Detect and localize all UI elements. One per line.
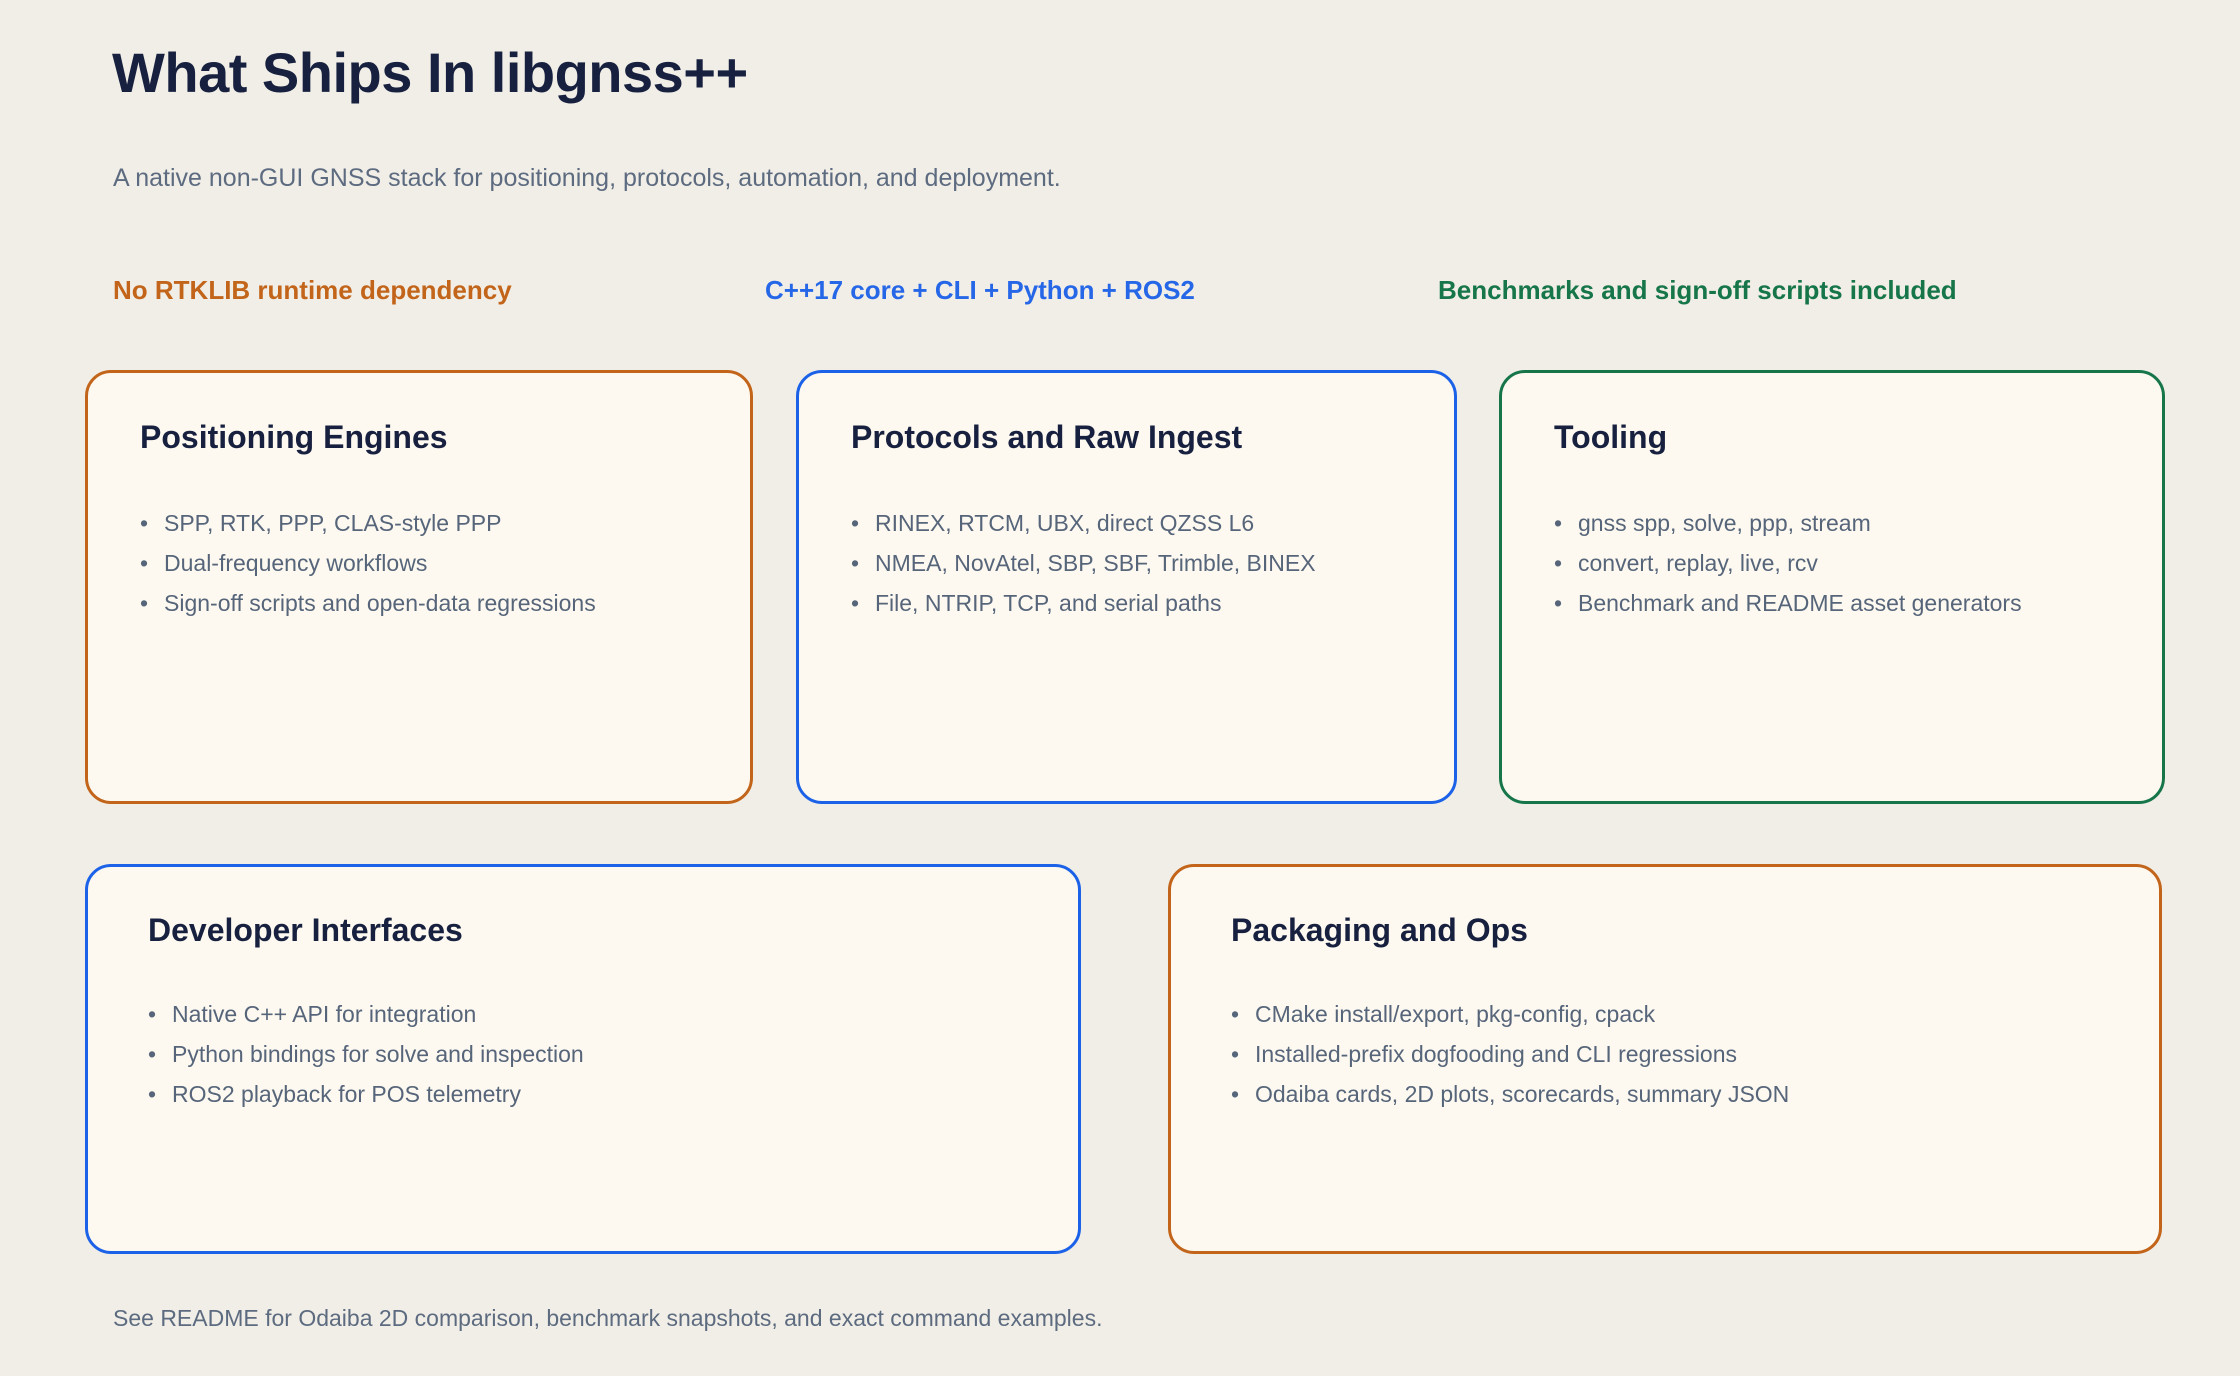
list-item: • convert, replay, live, rcv xyxy=(1554,543,2128,583)
list-item: • Dual-frequency workflows xyxy=(140,543,716,583)
list-item: • Python bindings for solve and inspecti… xyxy=(148,1034,1044,1074)
list-item-label: File, NTRIP, TCP, and serial paths xyxy=(875,590,1222,616)
bullet-icon: • xyxy=(1231,1041,1240,1067)
list-item-label: Native C++ API for integration xyxy=(172,1001,477,1027)
bullet-icon: • xyxy=(148,1041,157,1067)
card-title: Positioning Engines xyxy=(140,419,448,455)
card-developer-interfaces: Developer Interfaces • Native C++ API fo… xyxy=(85,864,1081,1254)
list-item: • CMake install/export, pkg-config, cpac… xyxy=(1231,994,2125,1034)
card-tooling: Tooling • gnss spp, solve, ppp, stream •… xyxy=(1499,370,2165,804)
list-item-label: Benchmark and README asset generators xyxy=(1578,590,2022,616)
list-item-label: ROS2 playback for POS telemetry xyxy=(172,1081,521,1107)
card-feature-list: • SPP, RTK, PPP, CLAS-style PPP • Dual-f… xyxy=(140,503,716,623)
bullet-icon: • xyxy=(851,510,860,536)
list-item-label: Odaiba cards, 2D plots, scorecards, summ… xyxy=(1255,1081,1790,1107)
list-item-label: NMEA, NovAtel, SBP, SBF, Trimble, BINEX xyxy=(875,550,1316,576)
list-item-label: RINEX, RTCM, UBX, direct QZSS L6 xyxy=(875,510,1255,536)
list-item: • Installed-prefix dogfooding and CLI re… xyxy=(1231,1034,2125,1074)
list-item: • RINEX, RTCM, UBX, direct QZSS L6 xyxy=(851,503,1420,543)
card-title: Tooling xyxy=(1554,419,1668,455)
page-title: What Ships In libgnss++ xyxy=(112,41,748,104)
list-item: • gnss spp, solve, ppp, stream xyxy=(1554,503,2128,543)
card-feature-list: • Native C++ API for integration • Pytho… xyxy=(148,994,1044,1114)
bullet-icon: • xyxy=(851,590,860,616)
page-subtitle: A native non-GUI GNSS stack for position… xyxy=(113,164,1061,192)
list-item: • Benchmark and README asset generators xyxy=(1554,583,2128,623)
card-title: Protocols and Raw Ingest xyxy=(851,419,1243,455)
card-protocols-and-raw-ingest: Protocols and Raw Ingest • RINEX, RTCM, … xyxy=(796,370,1457,804)
list-item: • NMEA, NovAtel, SBP, SBF, Trimble, BINE… xyxy=(851,543,1420,583)
bullet-icon: • xyxy=(1554,590,1563,616)
card-feature-list: • CMake install/export, pkg-config, cpac… xyxy=(1231,994,2125,1114)
list-item-label: Dual-frequency workflows xyxy=(164,550,428,576)
bullet-icon: • xyxy=(1554,510,1563,536)
card-packaging-and-ops: Packaging and Ops • CMake install/export… xyxy=(1168,864,2162,1254)
bullet-icon: • xyxy=(148,1001,157,1027)
bullet-icon: • xyxy=(140,590,149,616)
list-item-label: gnss spp, solve, ppp, stream xyxy=(1578,510,1871,536)
bullet-icon: • xyxy=(1554,550,1563,576)
list-item: • Native C++ API for integration xyxy=(148,994,1044,1034)
list-item-label: Python bindings for solve and inspection xyxy=(172,1041,584,1067)
list-item-label: SPP, RTK, PPP, CLAS-style PPP xyxy=(164,510,502,536)
card-feature-list: • gnss spp, solve, ppp, stream • convert… xyxy=(1554,503,2128,623)
bullet-icon: • xyxy=(148,1081,157,1107)
list-item: • Odaiba cards, 2D plots, scorecards, su… xyxy=(1231,1074,2125,1114)
card-title: Packaging and Ops xyxy=(1231,912,1528,948)
bullet-icon: • xyxy=(1231,1081,1240,1107)
footer-note: See README for Odaiba 2D comparison, ben… xyxy=(113,1305,1103,1331)
bullet-icon: • xyxy=(1231,1001,1240,1027)
badge-row: No RTKLIB runtime dependency C++17 core … xyxy=(113,277,2163,313)
card-title: Developer Interfaces xyxy=(148,912,463,948)
list-item-label: convert, replay, live, rcv xyxy=(1578,550,1818,576)
badge-no-rtklib-runtime-dependency: No RTKLIB runtime dependency xyxy=(113,275,512,305)
bullet-icon: • xyxy=(851,550,860,576)
bullet-icon: • xyxy=(140,550,149,576)
list-item: • Sign-off scripts and open-data regress… xyxy=(140,583,716,623)
card-feature-list: • RINEX, RTCM, UBX, direct QZSS L6 • NME… xyxy=(851,503,1420,623)
list-item-label: CMake install/export, pkg-config, cpack xyxy=(1255,1001,1656,1027)
list-item-label: Sign-off scripts and open-data regressio… xyxy=(164,590,596,616)
card-positioning-engines: Positioning Engines • SPP, RTK, PPP, CLA… xyxy=(85,370,753,804)
bullet-icon: • xyxy=(140,510,149,536)
badge-benchmarks-signoff-scripts: Benchmarks and sign-off scripts included xyxy=(1438,275,1957,305)
list-item: • File, NTRIP, TCP, and serial paths xyxy=(851,583,1420,623)
list-item-label: Installed-prefix dogfooding and CLI regr… xyxy=(1255,1041,1738,1067)
list-item: • ROS2 playback for POS telemetry xyxy=(148,1074,1044,1114)
list-item: • SPP, RTK, PPP, CLAS-style PPP xyxy=(140,503,716,543)
badge-cpp17-core-cli-python-ros2: C++17 core + CLI + Python + ROS2 xyxy=(765,275,1195,305)
